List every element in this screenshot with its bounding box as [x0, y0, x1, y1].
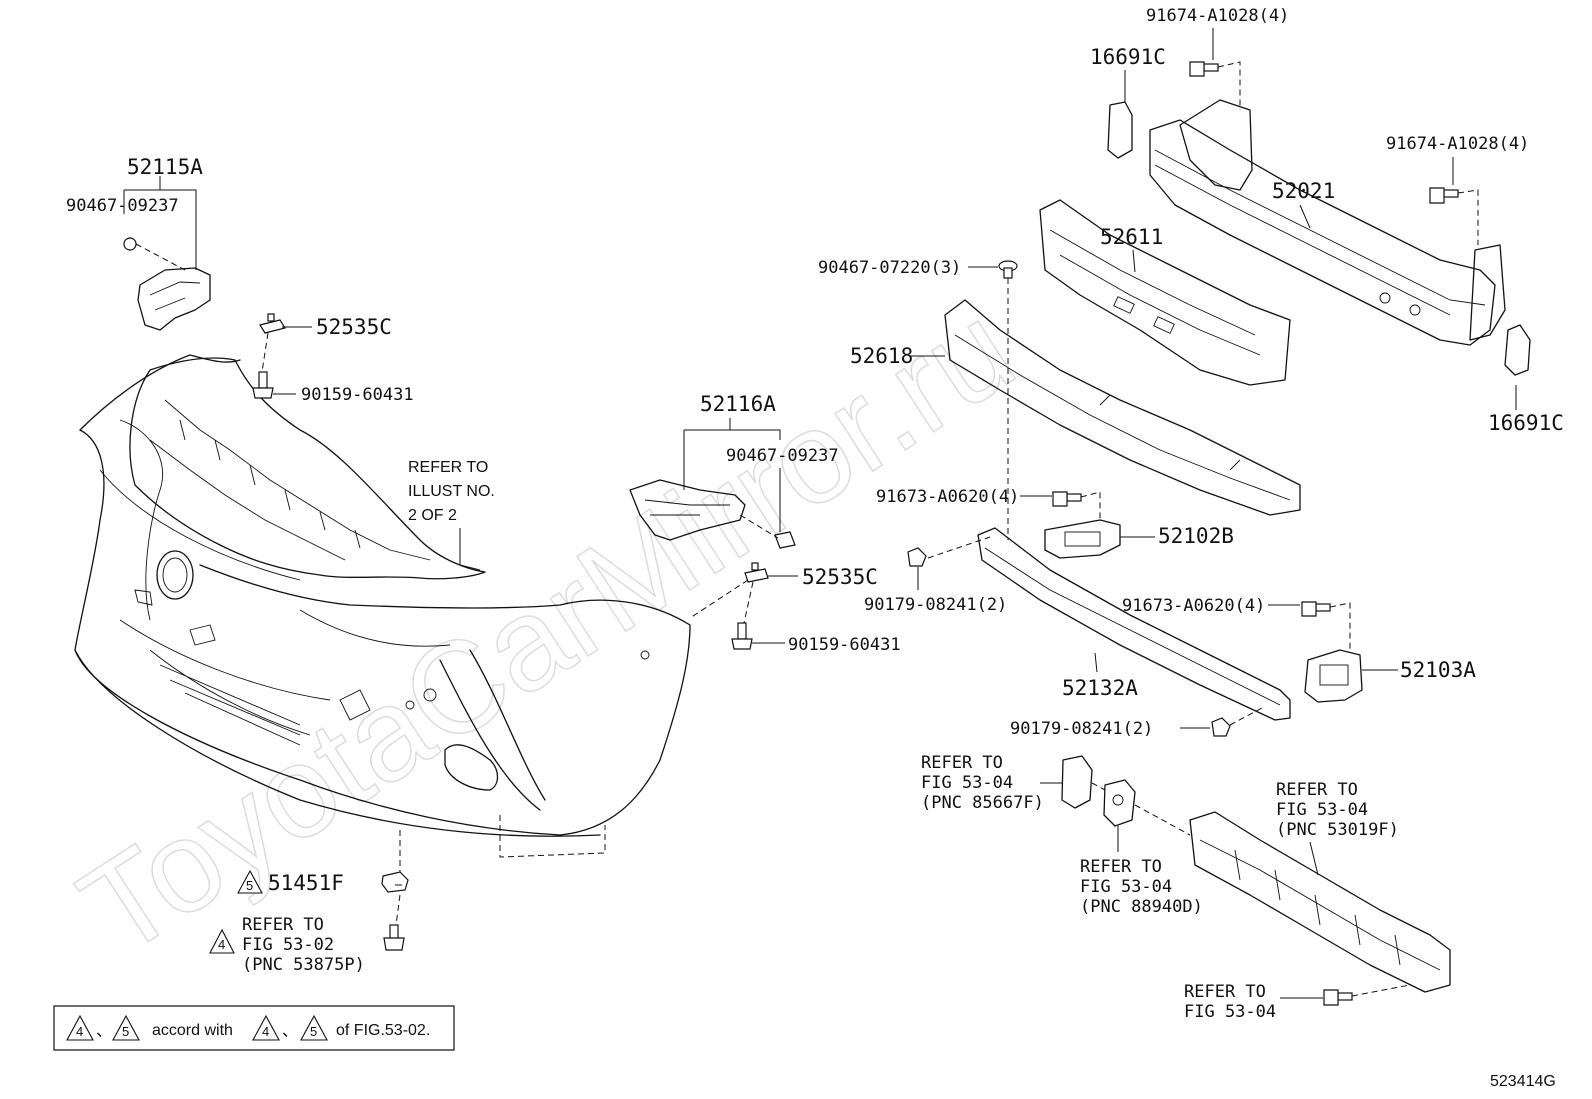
label-refer-illust-line2: ILLUST NO. [408, 483, 495, 500]
label-90179-b: 90179-08241(2) [1010, 719, 1153, 739]
label-16691C-right: 16691C [1488, 411, 1564, 435]
label-52102B: 52102B [1158, 524, 1234, 548]
bracket-52102B[interactable] [1044, 519, 1121, 559]
bracket-85667F[interactable] [1061, 755, 1093, 809]
screw-53875P[interactable] [383, 924, 405, 951]
leader-lines [123, 28, 1517, 999]
legend-badge-4-a-text: 4 [76, 1024, 83, 1039]
label-refer-88940D-line1: REFER TO [1080, 857, 1162, 877]
part-labels: 52115A 90467-09237 52535C 90159-60431 RE… [66, 6, 1564, 1022]
legend-badge-5-a [112, 1014, 140, 1041]
label-90179-a: 90179-08241(2) [864, 595, 1007, 615]
legend-sep-b: 、 [282, 1023, 298, 1040]
clip-52535C-mid[interactable] [744, 562, 769, 583]
grille-53019F[interactable] [1189, 811, 1451, 993]
legend-sep-a: 、 [96, 1023, 112, 1040]
bracket-52103A[interactable] [1304, 649, 1363, 703]
legend-badge-4-b [252, 1014, 280, 1041]
label-16691C-top: 16691C [1090, 45, 1166, 69]
label-52618: 52618 [850, 344, 913, 368]
label-90159-60431-mid: 90159-60431 [788, 635, 901, 655]
spacer-16691C-right[interactable] [1504, 324, 1531, 376]
bracket-52116A[interactable] [629, 479, 796, 549]
bolt-91673-b[interactable] [1301, 601, 1331, 617]
badge-5-51451F [237, 869, 263, 894]
label-52021: 52021 [1272, 179, 1335, 203]
label-refer-5302-line2: FIG 53-02 [242, 935, 334, 955]
screw-90159-60431-top[interactable] [252, 371, 274, 399]
label-refer-88940D-line2: FIG 53-04 [1080, 877, 1172, 897]
nut-90179-a[interactable] [907, 547, 927, 567]
absorber-52611[interactable] [1039, 199, 1291, 386]
bracket-52115A[interactable] [123, 237, 211, 331]
front-bumper-cover[interactable] [74, 354, 691, 837]
clip-51451F[interactable] [381, 871, 409, 893]
label-refer-5304-line2: FIG 53-04 [1184, 1002, 1276, 1022]
clip-90467-07220[interactable] [998, 260, 1018, 279]
reinforcement-52132A[interactable] [977, 527, 1291, 721]
legend-box: 4 、 5 accord with 4 、 5 of FIG.53-02. [53, 1005, 455, 1051]
legend-badge-5-b [300, 1014, 328, 1041]
nut-90179-b[interactable] [1211, 717, 1231, 737]
label-52103A: 52103A [1400, 658, 1476, 682]
legend-text: accord with [152, 1022, 233, 1039]
screw-90159-60431-mid[interactable] [731, 622, 753, 650]
label-refer-illust-line1: REFER TO [408, 459, 488, 476]
label-refer-85667F-line1: REFER TO [921, 753, 1003, 773]
label-90467-09237-left: 90467-09237 [66, 196, 179, 216]
bumper-upper-retainer[interactable] [129, 357, 486, 580]
label-refer-53019F-line1: REFER TO [1276, 780, 1358, 800]
bolt-91674-right[interactable] [1429, 187, 1459, 204]
absorber-52618[interactable] [944, 299, 1301, 516]
label-refer-5302-line1: REFER TO [242, 915, 324, 935]
label-91674-top: 91674-A1028(4) [1146, 6, 1289, 26]
legend-badge-5-a-text: 5 [122, 1024, 129, 1039]
badge-5-51451F-text: 5 [246, 878, 253, 893]
label-90467-07220: 90467-07220(3) [818, 258, 961, 278]
badge-4-53875P [209, 928, 235, 954]
badge-4-53875P-text: 4 [218, 937, 225, 952]
legend-text-end: of FIG.53-02. [336, 1022, 430, 1039]
bolt-53-04[interactable] [1323, 989, 1353, 1006]
bolt-91674-top[interactable] [1189, 61, 1219, 77]
label-51451F: 51451F [268, 871, 344, 895]
reinforcement-52021[interactable] [1149, 99, 1506, 346]
label-91674-right: 91674-A1028(4) [1386, 134, 1529, 154]
label-refer-88940D-line3: (PNC 88940D) [1080, 897, 1203, 917]
label-52611: 52611 [1100, 225, 1163, 249]
label-52132A: 52132A [1062, 676, 1138, 700]
legend-badge-4-a [66, 1014, 94, 1041]
label-refer-5302-line3: (PNC 53875P) [242, 955, 365, 975]
label-refer-85667F-line3: (PNC 85667F) [921, 793, 1044, 813]
label-91673-b: 91673-A0620(4) [1122, 596, 1265, 616]
label-refer-illust-line3: 2 OF 2 [408, 507, 457, 524]
label-52535C-mid: 52535C [802, 565, 878, 589]
watermark: ToyotaCarMirror.ru [56, 275, 1038, 984]
label-90159-60431-top: 90159-60431 [301, 385, 414, 405]
label-refer-85667F-line2: FIG 53-04 [921, 773, 1013, 793]
label-52115A: 52115A [127, 155, 203, 179]
legend-badge-5-b-text: 5 [310, 1024, 317, 1039]
bolt-91673-a[interactable] [1052, 491, 1082, 507]
sensor-88940D[interactable] [1103, 779, 1136, 827]
label-refer-53019F-line2: FIG 53-04 [1276, 800, 1368, 820]
figure-code: 523414G [1490, 1073, 1556, 1090]
label-91673-a: 91673-A0620(4) [876, 487, 1019, 507]
label-refer-53019F-line3: (PNC 53019F) [1276, 820, 1399, 840]
label-52116A: 52116A [700, 392, 776, 416]
clip-52535C-top[interactable] [259, 313, 286, 334]
label-refer-5304-line1: REFER TO [1184, 982, 1266, 1002]
spacer-16691C-top[interactable] [1107, 101, 1133, 159]
label-90467-09237-right: 90467-09237 [726, 446, 839, 466]
label-52535C-top: 52535C [316, 315, 392, 339]
legend-badge-4-b-text: 4 [262, 1024, 269, 1039]
